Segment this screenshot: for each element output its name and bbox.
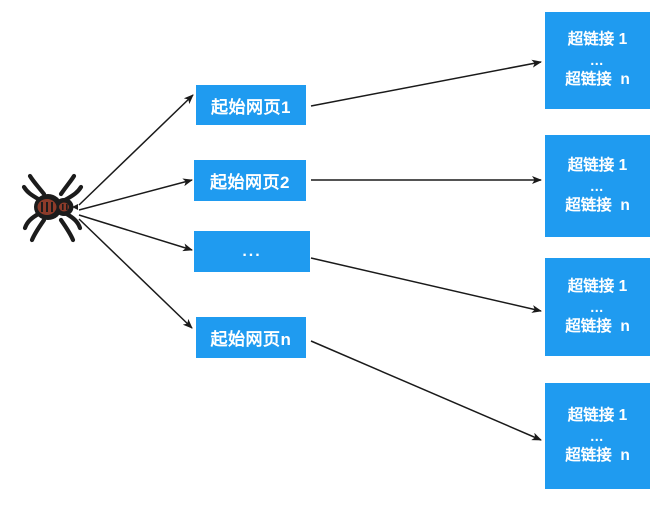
link-node-ellipsis: … <box>589 52 606 68</box>
link-node-2[interactable]: 超链接 1 … 超链接 n <box>545 135 650 237</box>
seed-node-4[interactable]: 起始网页n <box>196 317 306 358</box>
link-node-first-label: 超链接 1 <box>567 277 628 295</box>
seed-node-2[interactable]: 起始网页2 <box>194 160 306 201</box>
link-node-3[interactable]: 超链接 1 … 超链接 n <box>545 258 650 356</box>
link-node-last-label: 超链接 n <box>565 317 630 335</box>
link-node-last-label: 超链接 n <box>565 446 630 464</box>
link-node-ellipsis: … <box>589 177 606 194</box>
arrow-spider-to-seed-3 <box>78 214 193 252</box>
link-node-first-label: 超链接 1 <box>567 31 628 49</box>
link-node-1[interactable]: 超链接 1 … 超链接 n <box>545 12 650 109</box>
arrow-seed-3-to-links-3 <box>310 257 542 313</box>
arrow-spider-to-seed-2 <box>78 178 193 211</box>
link-node-4[interactable]: 超链接 1 … 超链接 n <box>545 383 650 489</box>
seed-node-label: 起始网页n <box>210 330 292 349</box>
seed-node-label: 起始网页1 <box>211 97 291 117</box>
link-node-first-label: 超链接 1 <box>567 406 628 424</box>
seed-node-3[interactable]: ... <box>194 231 310 272</box>
arrow-seed-1-to-links-1 <box>310 59 542 107</box>
spider-icon <box>21 173 84 243</box>
seed-node-1[interactable]: 起始网页1 <box>196 85 306 125</box>
seed-node-label: 起始网页2 <box>210 173 290 192</box>
seed-node-label: ... <box>242 242 262 260</box>
arrow-spider-to-seed-1 <box>78 94 194 206</box>
arrow-spider-to-seed-4 <box>78 218 193 329</box>
link-node-last-label: 超链接 n <box>565 196 630 214</box>
link-node-ellipsis: … <box>589 427 606 444</box>
link-node-first-label: 超链接 1 <box>567 156 628 174</box>
arrow-seed-4-to-links-4 <box>310 340 542 441</box>
link-node-ellipsis: … <box>589 298 606 315</box>
link-node-last-label: 超链接 n <box>565 71 630 88</box>
